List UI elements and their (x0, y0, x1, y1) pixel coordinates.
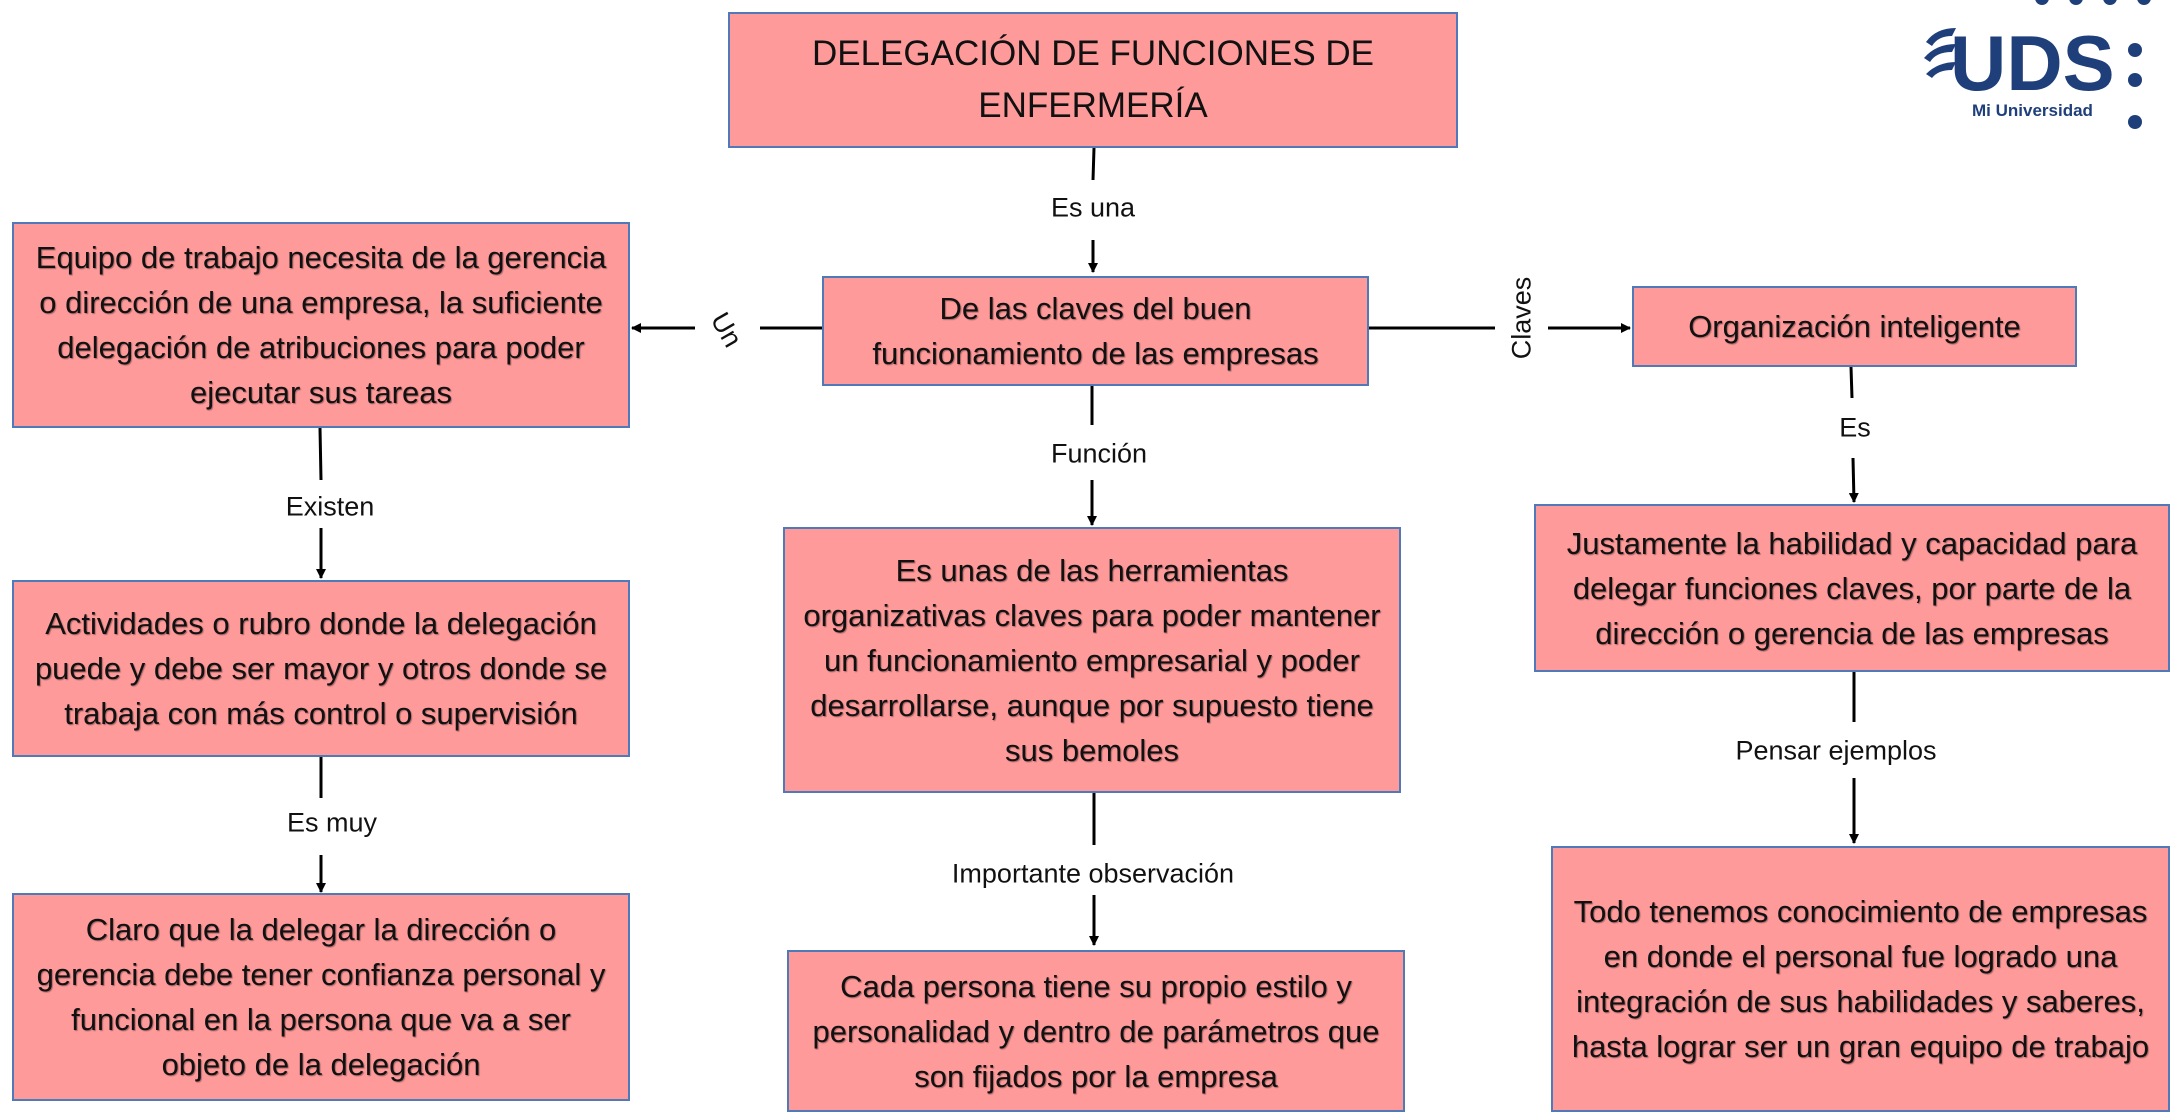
center2-text: Es unas de las herramientas organizativa… (803, 552, 1381, 768)
edge-label-existen: Existen (285, 491, 375, 522)
right2-text: Justamente la habilidad y capacidad para… (1566, 525, 2138, 651)
uds-logo-mark: UDS Mi Universidad (1924, 0, 2151, 129)
right2-node: Justamente la habilidad y capacidad para… (1534, 504, 2170, 672)
left3-text: Claro que la delegar la dirección o gere… (36, 912, 606, 1082)
title-text: DELEGACIÓN DE FUNCIONES DE ENFERMERÍA (811, 34, 1375, 125)
right1-node: Organización inteligente (1632, 286, 2077, 367)
left1-text: Equipo de trabajo necesita de la gerenci… (35, 240, 607, 410)
edge-right1-to-right2-b (1848, 457, 1859, 503)
edge-label-pensar: Pensar ejemplos (1735, 735, 1937, 766)
edge-label-importante: Importante observación (951, 858, 1235, 889)
center3-node: Cada persona tiene su propio estilo y pe… (787, 950, 1405, 1112)
left3-node: Claro que la delegar la dirección o gere… (12, 893, 630, 1101)
center1-node: De las claves del buen funcionamiento de… (822, 276, 1369, 386)
center3-text: Cada persona tiene su propio estilo y pe… (812, 968, 1380, 1094)
edge-label-es: Es (1839, 412, 1871, 443)
right3-text: Todo tenemos conocimiento de empresas en… (1571, 894, 2150, 1064)
edge-label-es-una: Es una (1050, 192, 1136, 223)
right3-node: Todo tenemos conocimiento de empresas en… (1551, 846, 2170, 1112)
edge-right1-to-right2-a (1849, 366, 1854, 399)
edge-label-claves: Claves (1506, 276, 1537, 360)
svg-text:UDS: UDS (1950, 19, 2115, 107)
right1-text: Organización inteligente (1688, 309, 2021, 344)
left2-node: Actividades o rubro donde la delegación … (12, 580, 630, 757)
edge-label-funcion: Función (1050, 438, 1148, 469)
edge-title-to-center1-a (1091, 147, 1096, 181)
left1-node: Equipo de trabajo necesita de la gerenci… (12, 222, 630, 428)
svg-text:Mi Universidad: Mi Universidad (1972, 101, 2093, 120)
uds-logo: UDS Mi Universidad (1920, 0, 2170, 140)
left2-text: Actividades o rubro donde la delegación … (34, 606, 608, 731)
edge-left1-to-left2-a (318, 427, 323, 481)
title-node: DELEGACIÓN DE FUNCIONES DE ENFERMERÍA (728, 12, 1458, 148)
center2-node: Es unas de las herramientas organizativa… (783, 527, 1401, 793)
edge-label-es-muy: Es muy (286, 807, 378, 838)
center1-text: De las claves del buen funcionamiento de… (872, 291, 1319, 371)
